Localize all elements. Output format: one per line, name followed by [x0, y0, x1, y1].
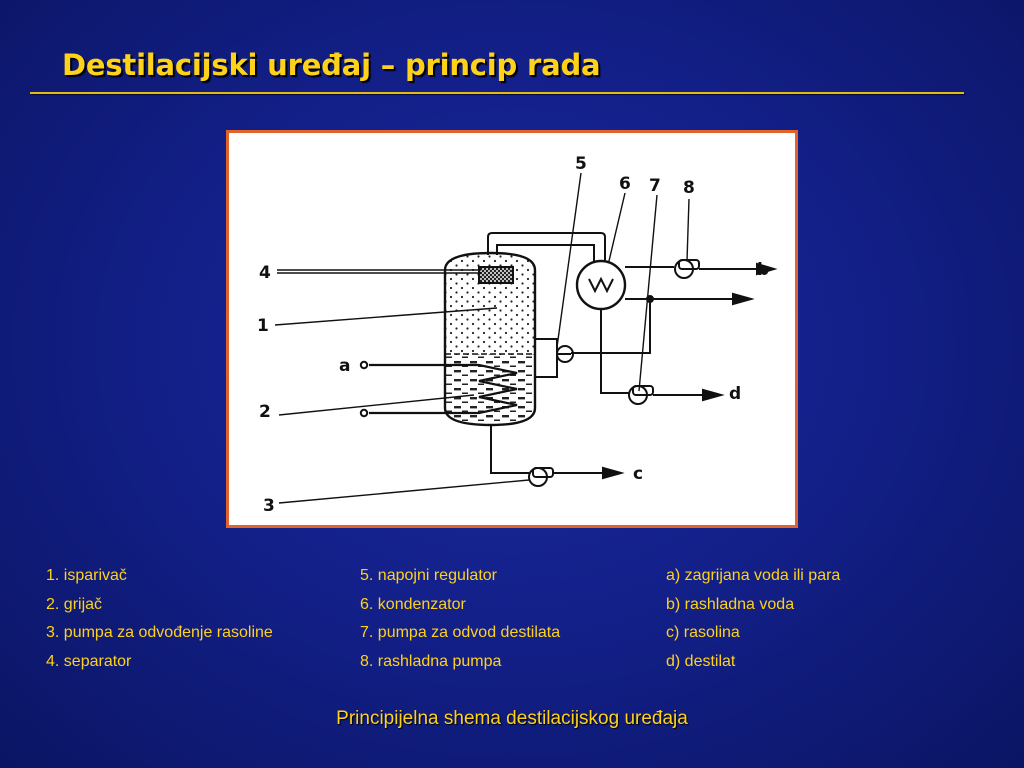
- arrow-d: [702, 388, 725, 402]
- legend-item: 1. isparivač: [46, 567, 127, 584]
- legend-components-5-8: 5. napojni regulator 6. kondenzator 7. p…: [360, 562, 560, 676]
- label-7: 7: [649, 176, 661, 196]
- distillation-schematic: 4 1 2 3 5 6 7 8 a b c d: [257, 154, 778, 516]
- legend-item: d) destilat: [666, 652, 736, 670]
- legend-item: c) rasolina: [666, 624, 740, 641]
- legend-item: 4. separator: [46, 652, 132, 670]
- label-4: 4: [259, 263, 271, 283]
- legend-media: a) zagrijana voda ili para b) rashladna …: [666, 562, 840, 676]
- heater-coil: [369, 363, 518, 415]
- feed-regulator-5: [534, 338, 574, 378]
- legend-item: 3. pumpa za odvođenje rasoline: [46, 624, 273, 641]
- label-6: 6: [619, 174, 631, 194]
- label-a: a: [339, 356, 350, 376]
- label-5: 5: [575, 154, 587, 174]
- label-d: d: [729, 384, 741, 404]
- leader-lines: [274, 172, 690, 504]
- distillate-pump-7: [628, 385, 654, 405]
- label-8: 8: [683, 178, 695, 198]
- condenser-shell: [575, 259, 627, 311]
- label-1: 1: [257, 316, 269, 336]
- legend-item: b) rashladna voda: [666, 595, 795, 613]
- legend-item: 6. kondenzator: [360, 595, 466, 613]
- slide-caption: Principijelna shema destilacijskog uređa…: [336, 708, 688, 729]
- legend-item: 8. rashladna pumpa: [360, 652, 502, 670]
- cooling-pump-8: [674, 259, 700, 279]
- legend-item: 5. napojni regulator: [360, 567, 497, 584]
- label-2: 2: [259, 402, 271, 422]
- title-underline: [30, 92, 964, 94]
- brine-pump-3: [528, 467, 554, 487]
- vapor-pipe: [487, 232, 606, 261]
- slide-title: Destilacijski uređaj – princip rada: [62, 48, 601, 82]
- arrow-b: [756, 262, 778, 276]
- legend-components-1-4: 1. isparivač 2. grijač 3. pumpa za odvođ…: [46, 562, 273, 676]
- label-c: c: [633, 464, 643, 484]
- legend-item: 2. grijač: [46, 595, 103, 613]
- legend-item: 7. pumpa za odvod destilata: [360, 624, 561, 641]
- arrow-c: [602, 466, 625, 480]
- legend-item: a) zagrijana voda ili para: [666, 567, 841, 584]
- label-b: b: [757, 260, 769, 280]
- label-3: 3: [263, 496, 275, 516]
- diagram-frame: 4 1 2 3 5 6 7 8 a b c d: [226, 130, 798, 528]
- separator-mesh: [478, 266, 514, 284]
